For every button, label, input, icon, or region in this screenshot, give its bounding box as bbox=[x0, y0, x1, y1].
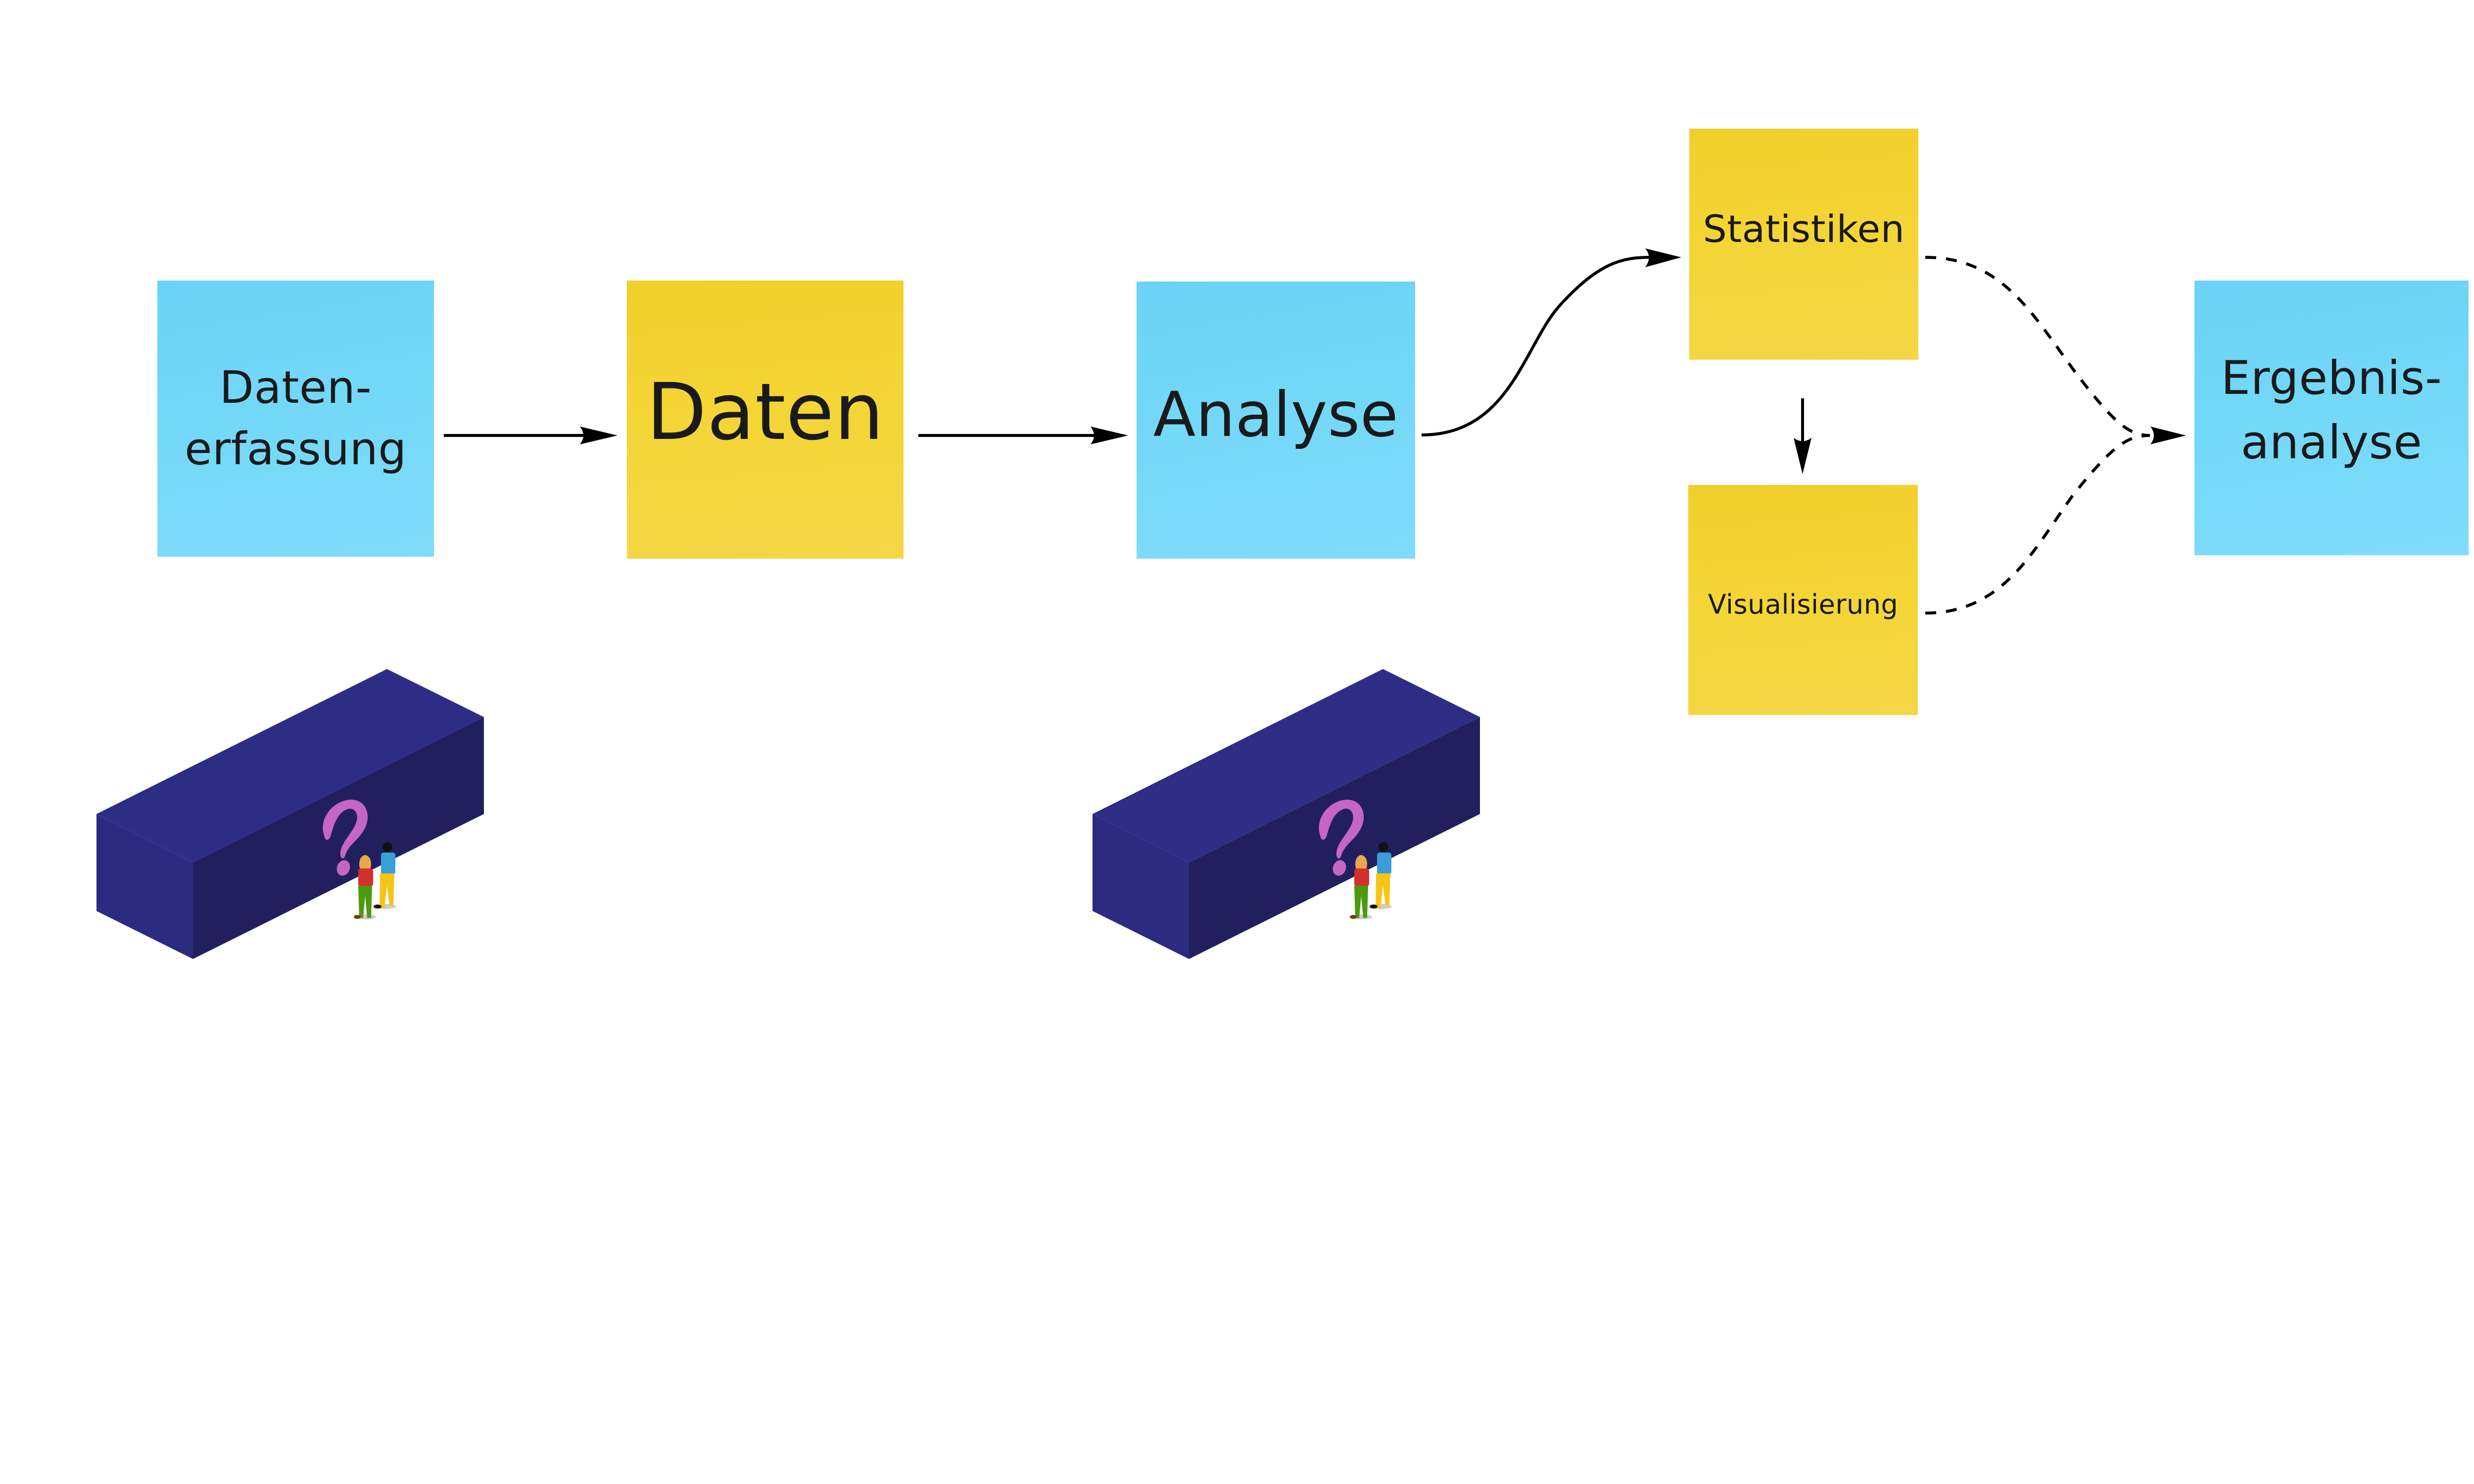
edge-visualisierung-ergebnisanalyse[interactable] bbox=[1925, 427, 2186, 615]
person-man-icon bbox=[374, 842, 396, 909]
edge-statistiken-ergebnisanalyse[interactable] bbox=[1925, 256, 2150, 437]
edge-statistiken-visualisierung[interactable] bbox=[1794, 398, 1811, 474]
arrowhead-icon bbox=[580, 427, 618, 444]
note-analyse[interactable]: Analyse bbox=[1137, 282, 1415, 559]
note-datenerfassung[interactable]: Daten- erfassung bbox=[157, 281, 434, 557]
edge-datenerfassung-daten[interactable] bbox=[444, 427, 618, 444]
note-ergebnisanalyse[interactable]: Ergebnis- analyse bbox=[2194, 281, 2469, 555]
arrowhead-icon bbox=[1091, 427, 1128, 444]
note-label: Ergebnis- analyse bbox=[2221, 351, 2442, 470]
note-label: Daten bbox=[646, 366, 884, 458]
person-woman-icon bbox=[354, 855, 376, 919]
note-visualisierung[interactable]: Visualisierung bbox=[1688, 485, 1918, 715]
mystery-box-illustration[interactable] bbox=[96, 669, 484, 959]
box-right-face bbox=[193, 717, 484, 959]
box-left-face bbox=[96, 814, 193, 959]
question-mark-icon bbox=[323, 799, 368, 876]
arrowhead-icon bbox=[2150, 427, 2186, 444]
mystery-box-illustration-2[interactable] bbox=[1093, 669, 1480, 959]
arrowhead-icon bbox=[1794, 438, 1811, 474]
note-label: Statistiken bbox=[1703, 207, 1905, 251]
box-top-face bbox=[96, 669, 484, 862]
arrowhead-icon bbox=[1645, 248, 1681, 267]
note-statistiken[interactable]: Statistiken bbox=[1689, 129, 1918, 360]
note-label: Analyse bbox=[1153, 379, 1399, 451]
note-label: Visualisierung bbox=[1708, 589, 1899, 621]
edge-daten-analyse[interactable] bbox=[918, 427, 1128, 444]
edge-analyse-statistiken[interactable] bbox=[1421, 248, 1681, 436]
note-daten[interactable]: Daten bbox=[627, 281, 904, 559]
note-label: Daten- erfassung bbox=[185, 361, 407, 475]
